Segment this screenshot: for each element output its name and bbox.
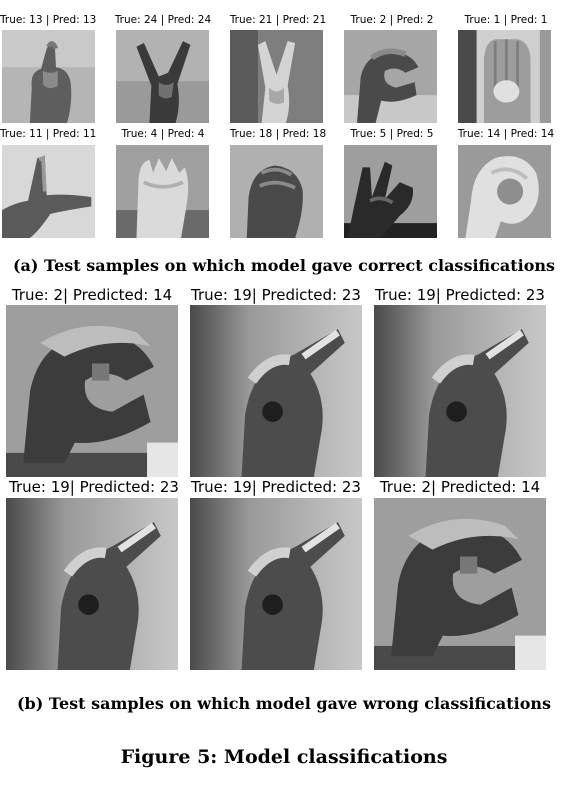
sample-image: [230, 30, 323, 123]
misclassified-image: [374, 498, 546, 670]
sample-image: [2, 145, 95, 238]
sample-label: True: 4 | Pred: 4: [121, 128, 205, 140]
caption-b: (b) Test samples on which model gave wro…: [16, 694, 552, 713]
misclassified-image: [6, 498, 178, 670]
sample-label: True: 13 | Pred: 13: [0, 14, 97, 26]
misclassified-label: True: 2| Predicted: 14: [379, 478, 541, 496]
sample-image: [344, 145, 437, 238]
sample-image: [116, 145, 209, 238]
misclassified-label: True: 2| Predicted: 14: [11, 286, 173, 304]
sample-image: [230, 145, 323, 238]
sample-image: [458, 145, 551, 238]
sample-label: True: 24 | Pred: 24: [114, 14, 212, 26]
figure-caption: Figure 5: Model classifications: [120, 746, 448, 768]
sample-label: True: 2 | Pred: 2: [350, 14, 434, 26]
sample-label: True: 21 | Pred: 21: [229, 14, 327, 26]
caption-a: (a) Test samples on which model gave cor…: [12, 256, 556, 275]
misclassified-image: [6, 305, 178, 477]
sample-label: True: 14 | Pred: 14: [457, 128, 555, 140]
sample-label: True: 1 | Pred: 1: [464, 14, 548, 26]
misclassified-image: [190, 498, 362, 670]
misclassified-label: True: 19| Predicted: 23: [9, 478, 179, 496]
sample-label: True: 5 | Pred: 5: [350, 128, 434, 140]
misclassified-label: True: 19| Predicted: 23: [191, 286, 361, 304]
sample-label: True: 18 | Pred: 18: [229, 128, 327, 140]
sample-image: [116, 30, 209, 123]
sample-image: [344, 30, 437, 123]
misclassified-label: True: 19| Predicted: 23: [191, 478, 361, 496]
sample-label: True: 11 | Pred: 11: [0, 128, 97, 140]
misclassified-image: [374, 305, 546, 477]
sample-image: [2, 30, 95, 123]
misclassified-image: [190, 305, 362, 477]
sample-image: [458, 30, 551, 123]
misclassified-label: True: 19| Predicted: 23: [375, 286, 545, 304]
